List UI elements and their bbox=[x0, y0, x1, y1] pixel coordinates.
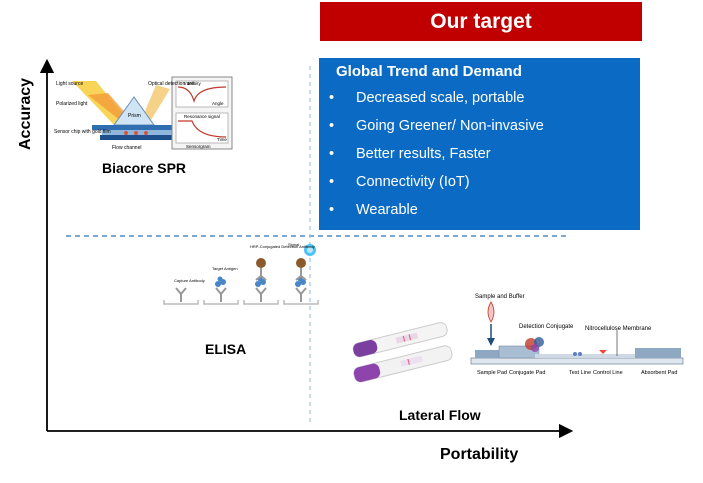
lf-sample-pad-text: Sample Pad bbox=[477, 370, 507, 376]
trend-item: •Better results, Faster bbox=[329, 140, 640, 168]
lf-sample-text: Sample and Buffer bbox=[475, 294, 525, 300]
lf-control-line-text: Control Line bbox=[593, 370, 623, 376]
trend-list: •Decreased scale, portable •Going Greene… bbox=[329, 84, 640, 224]
elisa-step-hrp: HRP-Conjugated Detection Antibody bbox=[250, 244, 315, 249]
biacore-light-source-text: Light source bbox=[56, 81, 83, 87]
trend-item: •Going Greener/ Non-invasive bbox=[329, 112, 640, 140]
biacore-resonance-text: Resonance signal bbox=[184, 114, 220, 119]
lateral-flow-strips-illustration bbox=[352, 322, 453, 383]
biacore-angle-text: Angle bbox=[212, 101, 224, 106]
bullet-icon: • bbox=[329, 146, 335, 162]
x-axis-label: Portability bbox=[440, 446, 519, 463]
y-axis-label: Accuracy bbox=[17, 77, 34, 150]
trend-title: Global Trend and Demand bbox=[336, 63, 522, 80]
elisa-step-signal: Signal bbox=[288, 242, 299, 247]
lateral-flow-label: Lateral Flow bbox=[399, 407, 481, 423]
lf-absorbent-pad-text: Absorbent Pad bbox=[641, 370, 677, 376]
bullet-icon: • bbox=[329, 90, 335, 106]
bullet-icon: • bbox=[329, 118, 335, 134]
biacore-optical-unit-text: Optical detection unit bbox=[148, 81, 195, 87]
bullet-icon: • bbox=[329, 202, 335, 218]
elisa-step-antigen: Target Antigen bbox=[212, 266, 238, 271]
lateral-flow-strip-diagram: Sample and Buffer Detection Conjugate Ni… bbox=[470, 294, 684, 376]
lf-detection-text: Detection Conjugate bbox=[519, 324, 574, 330]
lf-test-line-text: Test Line bbox=[569, 370, 591, 376]
elisa-step-capture: Capture Antibody bbox=[174, 278, 205, 283]
biacore-intensity-text: Intensity bbox=[184, 81, 202, 86]
trend-box: Global Trend and Demand •Decreased scale… bbox=[319, 58, 640, 230]
biacore-sensor-chip-text: Sensor chip with gold film bbox=[54, 129, 111, 135]
lf-membrane-text: Nitrocellulose Membrane bbox=[585, 326, 652, 332]
trend-item: •Decreased scale, portable bbox=[329, 84, 640, 112]
biacore-flow-channel-text: Flow channel bbox=[112, 145, 141, 151]
target-banner: Our target bbox=[320, 2, 642, 41]
biacore-label: Biacore SPR bbox=[102, 160, 187, 176]
elisa-label: ELISA bbox=[205, 341, 247, 357]
biacore-spr-illustration: Light source Polarized light Prism Optic… bbox=[54, 76, 233, 151]
elisa-illustration: Capture Antibody Target Antigen HRP-Conj… bbox=[163, 242, 319, 305]
biacore-time-text: Time bbox=[217, 137, 227, 142]
target-banner-label: Our target bbox=[430, 9, 532, 33]
trend-item: •Connectivity (IoT) bbox=[329, 168, 640, 196]
bullet-icon: • bbox=[329, 174, 335, 190]
biacore-sensorgram-text: Sensorgram bbox=[186, 144, 211, 149]
biacore-polarized-light-text: Polarized light bbox=[56, 101, 88, 107]
lf-conjugate-pad-text: Conjugate Pad bbox=[509, 370, 545, 376]
biacore-prism-text: Prism bbox=[128, 113, 141, 119]
trend-item: •Wearable bbox=[329, 196, 640, 224]
